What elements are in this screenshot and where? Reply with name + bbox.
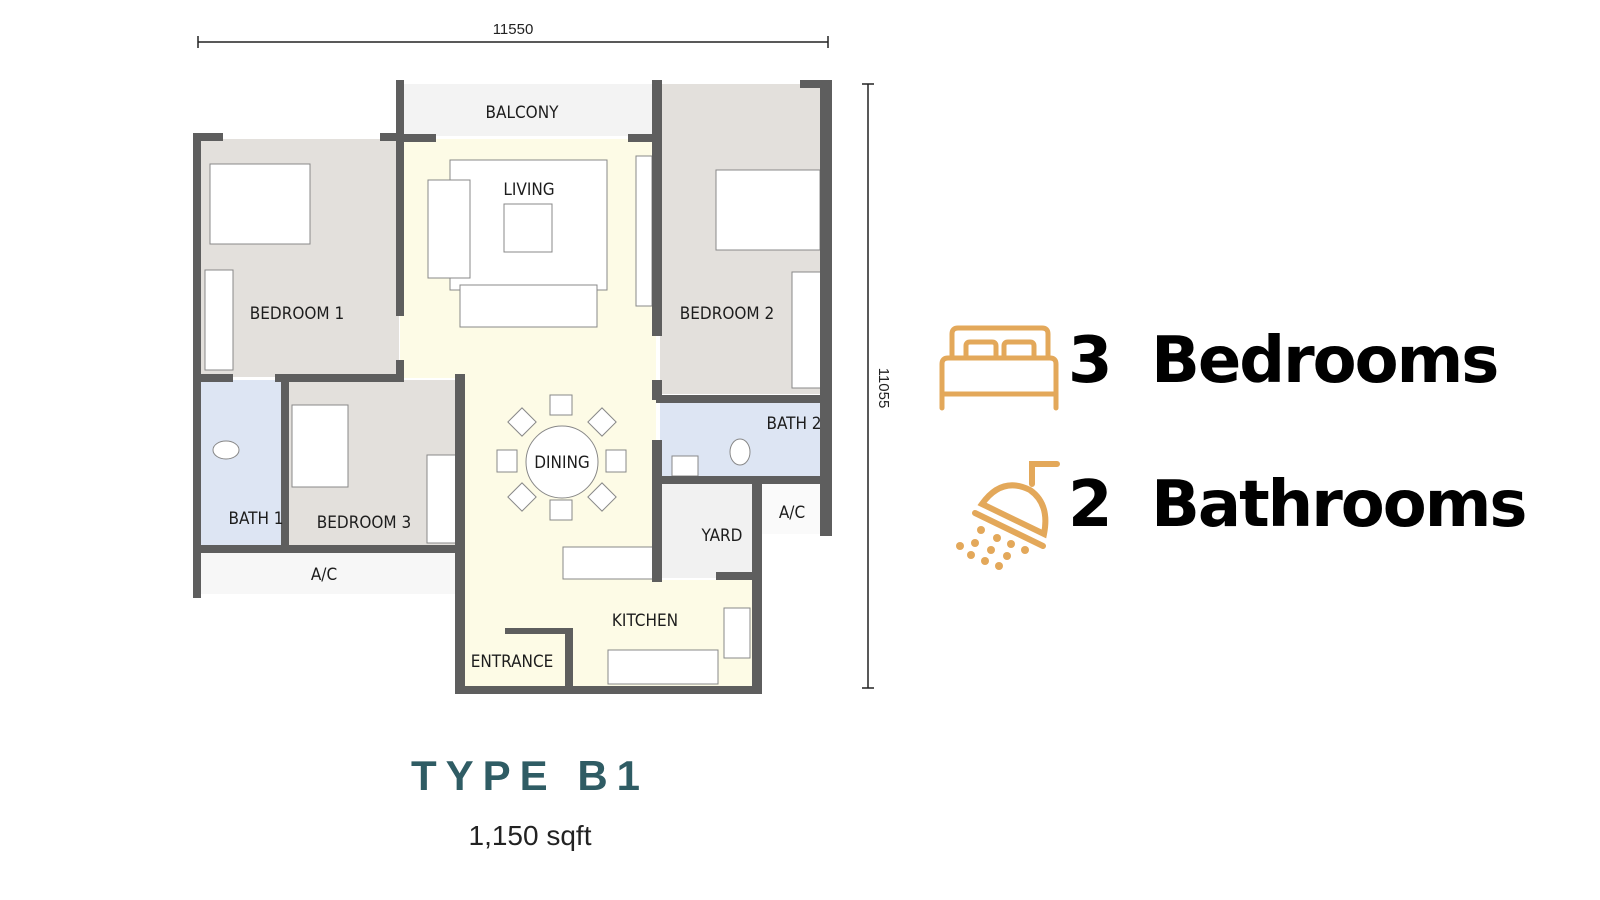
width-dimension-line: [197, 36, 829, 48]
label-yard: YARD: [701, 526, 743, 546]
label-living: LIVING: [503, 180, 554, 200]
unit-type-title: TYPE B1: [410, 752, 650, 799]
feature-bedrooms: 3 Bedrooms: [1068, 324, 1499, 398]
walls: [193, 80, 832, 694]
label-entrance: ENTRANCE: [471, 652, 554, 672]
label-bath1: BATH 1: [228, 509, 283, 529]
room-ac-right: [760, 484, 828, 534]
label-kitchen: KITCHEN: [612, 611, 678, 631]
bathroom-count: 2: [1068, 468, 1113, 542]
depth-dimension-line: [862, 83, 874, 689]
bed-icon: [939, 325, 1059, 411]
label-bedroom3: BEDROOM 3: [317, 513, 411, 533]
label-ac-right: A/C: [779, 503, 805, 523]
room-ac-bottom: [199, 552, 457, 594]
bedroom-label: Bedrooms: [1151, 324, 1499, 398]
label-bedroom1: BEDROOM 1: [250, 304, 344, 324]
furniture: [204, 155, 823, 685]
room-balcony: [400, 84, 656, 136]
shower-icon: [956, 461, 1060, 570]
unit-area: 1,150 sqft: [468, 820, 592, 851]
label-bath2: BATH 2: [766, 414, 821, 434]
label-bedroom2: BEDROOM 2: [680, 304, 774, 324]
label-ac-bottom: A/C: [311, 565, 337, 585]
width-dimension: 11550: [493, 21, 534, 38]
label-balcony: BALCONY: [486, 103, 560, 123]
bedroom-count: 3: [1068, 324, 1113, 398]
bathroom-label: Bathrooms: [1151, 468, 1527, 542]
room-bath1: [199, 380, 285, 546]
depth-dimension: 11055: [875, 368, 892, 409]
label-dining: DINING: [534, 453, 590, 473]
room-yard: [660, 484, 756, 578]
feature-bathrooms: 2 Bathrooms: [1068, 468, 1528, 542]
